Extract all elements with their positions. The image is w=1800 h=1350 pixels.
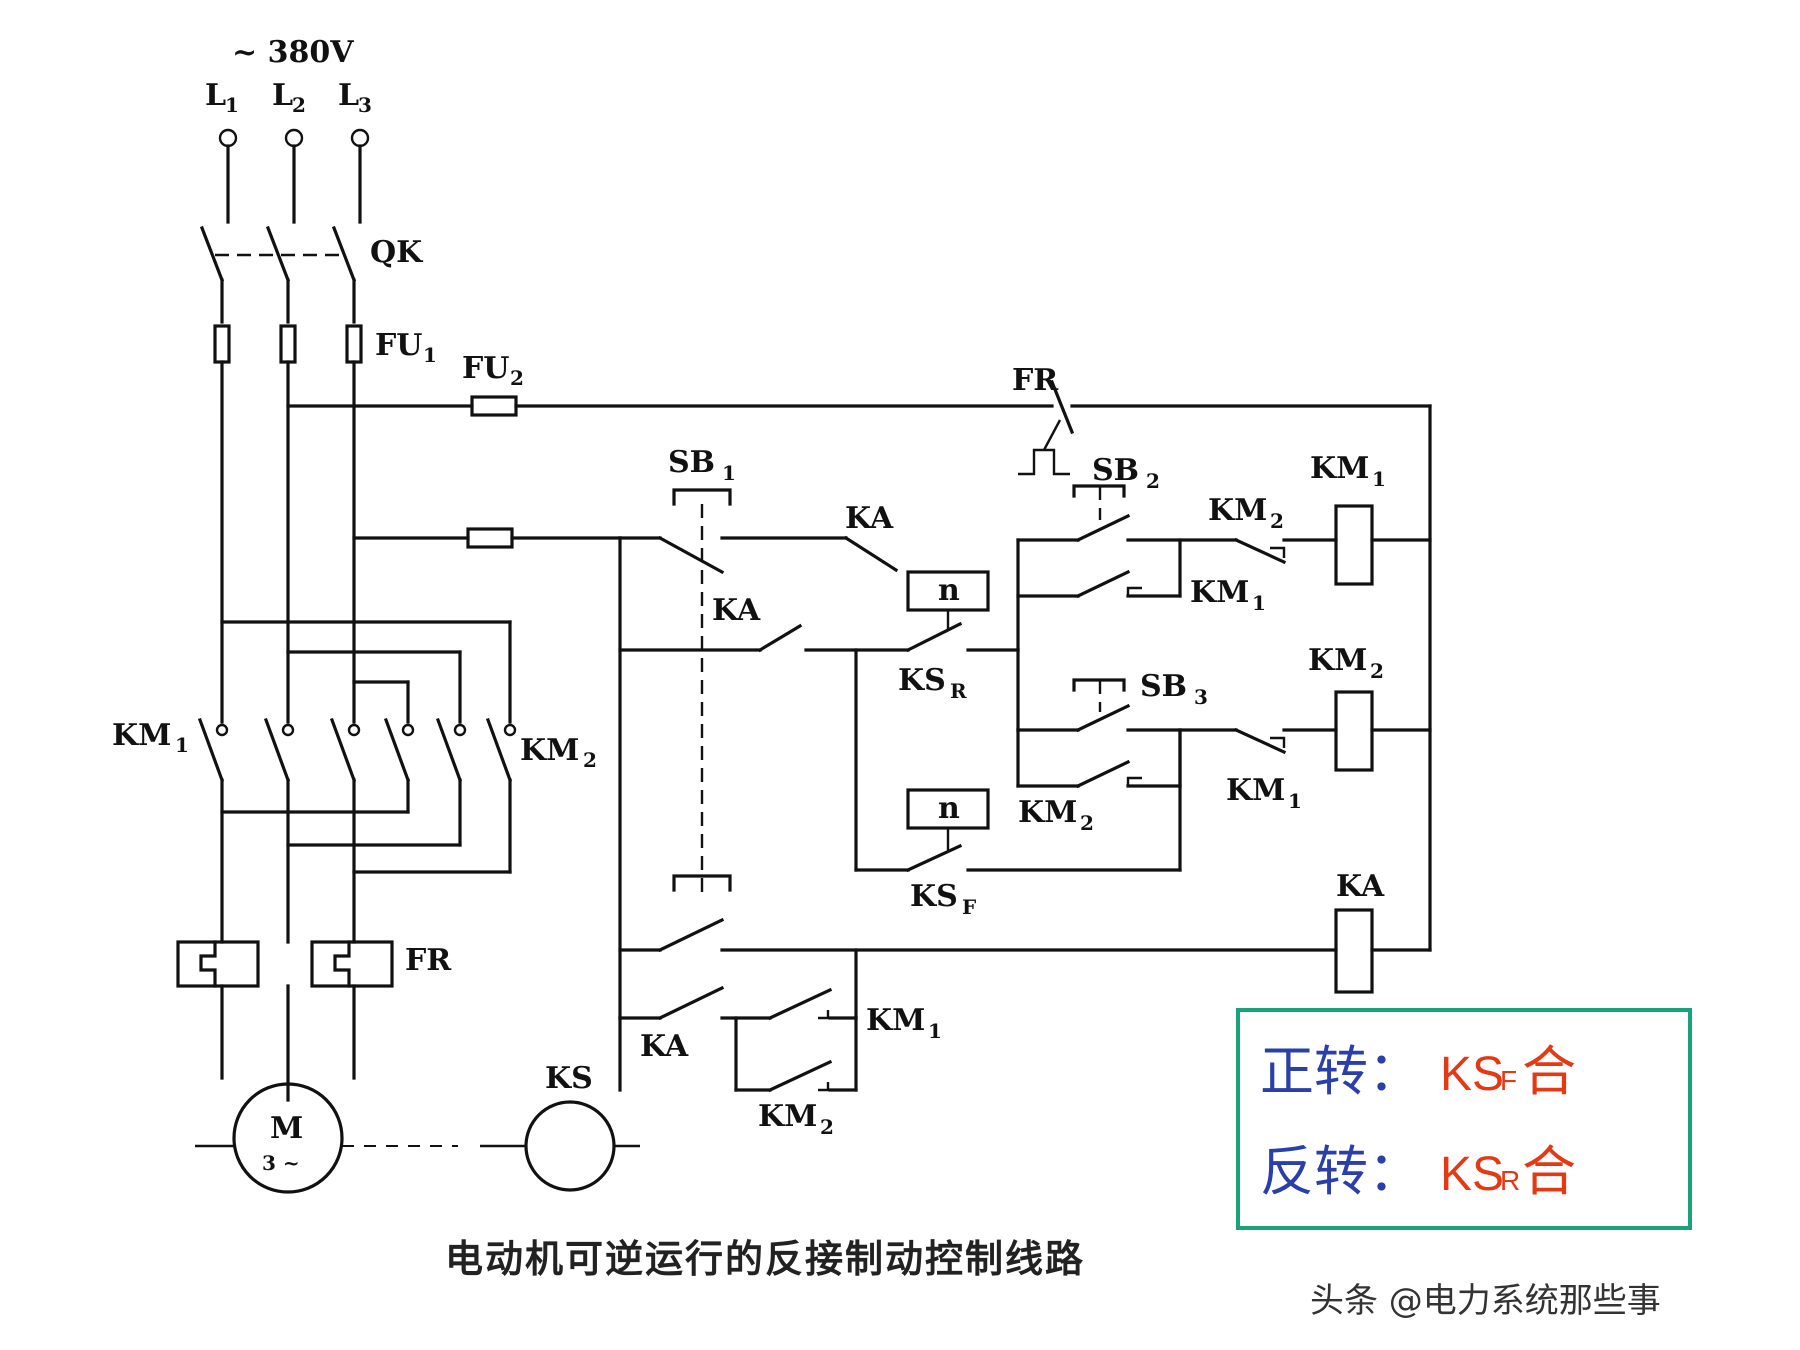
km2-nc-label: KM — [1208, 493, 1267, 528]
control-second-line — [352, 527, 622, 549]
l1-label: L — [205, 78, 226, 113]
sb3-sub: 3 — [1194, 685, 1208, 709]
fu1-fuses: FU 1 — [213, 324, 437, 367]
km2-hold-label: KM — [1018, 795, 1077, 830]
l3-label: L — [338, 78, 359, 113]
forward-sub: F — [1500, 1065, 1517, 1096]
km2-hold-sub: 2 — [1080, 811, 1094, 835]
n-symbol-top: n — [938, 573, 960, 608]
fr-main-label: FR — [405, 943, 452, 978]
km2-bot-sub: 2 — [820, 1115, 834, 1139]
phase-lines-mid — [220, 360, 356, 724]
reverse-label: 反转： — [1260, 1140, 1422, 1203]
ka-label-1: KA — [845, 501, 894, 536]
qk-switch: QK — [199, 225, 423, 324]
l1-sub: 1 — [225, 93, 239, 117]
motor-label: M — [270, 1111, 303, 1146]
fu1-label: FU — [375, 328, 422, 363]
supply-terminals — [218, 128, 370, 148]
ka-label-2: KA — [712, 593, 761, 628]
km2-main-contacts — [383, 717, 517, 783]
ksr-sub: R — [950, 679, 967, 703]
lower-bus — [220, 778, 512, 944]
km2-main-label: KM — [520, 733, 579, 768]
ks-label: KS — [545, 1061, 593, 1096]
km1-main-sub: 1 — [175, 733, 189, 757]
km2-bot-label: KM — [758, 1099, 817, 1134]
sb3-label: SB — [1140, 669, 1187, 704]
km1-main-contacts — [197, 717, 361, 783]
l2-sub: 2 — [292, 93, 306, 117]
diagram-caption: 电动机可逆运行的反接制动控制线路 — [445, 1237, 1085, 1281]
fr-top-label: FR — [1012, 363, 1059, 398]
km1-bot-sub: 1 — [928, 1019, 942, 1043]
row-ksf: n KS F — [854, 648, 1182, 919]
sb2-sub: 2 — [1146, 469, 1160, 493]
motor-feed — [220, 984, 356, 1102]
ksr-label: KS — [898, 663, 946, 698]
sb2-label: SB — [1092, 453, 1139, 488]
km2-main-sub: 2 — [583, 748, 597, 772]
ks-speed-relay: KS — [480, 1061, 640, 1192]
fu2-label: FU — [462, 351, 509, 386]
note-border — [1236, 1008, 1692, 1230]
reverse-sub: R — [1500, 1165, 1520, 1196]
l2-label: L — [272, 78, 293, 113]
km1-coil-label: KM — [1310, 451, 1369, 486]
l3-sub: 3 — [358, 93, 372, 117]
km1-main-label: KM — [112, 718, 171, 753]
fu2-sub: 2 — [510, 366, 524, 390]
km2-coil-label: KM — [1308, 643, 1367, 678]
ksf-sub: F — [962, 895, 976, 919]
km2-nc-sub: 2 — [1270, 509, 1284, 533]
ka-nc-top: KA — [843, 501, 899, 573]
forward-suffix: 合 — [1522, 1040, 1576, 1103]
reverse-value: KS — [1440, 1148, 1504, 1201]
ksf-label: KS — [910, 879, 958, 914]
km1-branch: SB 2 KM 2 KM 1 KM 1 — [1016, 451, 1432, 652]
motor-sub: 3 ~ — [262, 1151, 300, 1175]
km1-coil-sub: 1 — [1372, 467, 1386, 491]
ka-coil-label: KA — [1336, 869, 1385, 904]
sb1-sub: 1 — [722, 461, 736, 485]
reverse-suffix: 合 — [1522, 1140, 1576, 1203]
n-box-top: n — [906, 570, 990, 612]
km2-coil-sub: 2 — [1370, 659, 1384, 683]
km1-hold-sub: 1 — [1252, 591, 1266, 615]
sb1-label: SB — [668, 445, 715, 480]
km-main-contacts: KM 1 KM 2 — [112, 717, 597, 783]
ka-label-3: KA — [640, 1029, 689, 1064]
km1-bot-label: KM — [866, 1003, 925, 1038]
km1-nc-sub: 1 — [1288, 789, 1302, 813]
voltage-label: ~ 380V — [232, 35, 354, 70]
forward-label: 正转： — [1260, 1040, 1422, 1103]
note-box: 正转： KS F 合 反转： KS R 合 — [1236, 1008, 1692, 1230]
km1-nc-label: KM — [1226, 773, 1285, 808]
control-top-line: FU 2 FR — [286, 351, 1432, 952]
supply-labels: ~ 380V L 1 L 2 L 3 — [205, 35, 372, 117]
phase-lines-top — [226, 144, 362, 224]
km-bus — [220, 620, 512, 724]
fr-thermal: FR — [176, 940, 452, 988]
fu1-sub: 1 — [423, 343, 437, 367]
sb1-button: SB 1 — [618, 445, 848, 900]
motor: M 3 ~ — [195, 1082, 458, 1194]
ka-branch: KA KA KM 1 KM 2 — [618, 869, 1432, 1139]
watermark: 头条 @电力系统那些事 — [1310, 1281, 1661, 1321]
qk-label: QK — [370, 235, 423, 270]
n-symbol-bottom: n — [938, 791, 960, 826]
km1-hold-label: KM — [1190, 575, 1249, 610]
km2-branch: SB 3 KM 2 KM 1 KM 2 — [1016, 643, 1432, 835]
forward-value: KS — [1440, 1048, 1504, 1101]
